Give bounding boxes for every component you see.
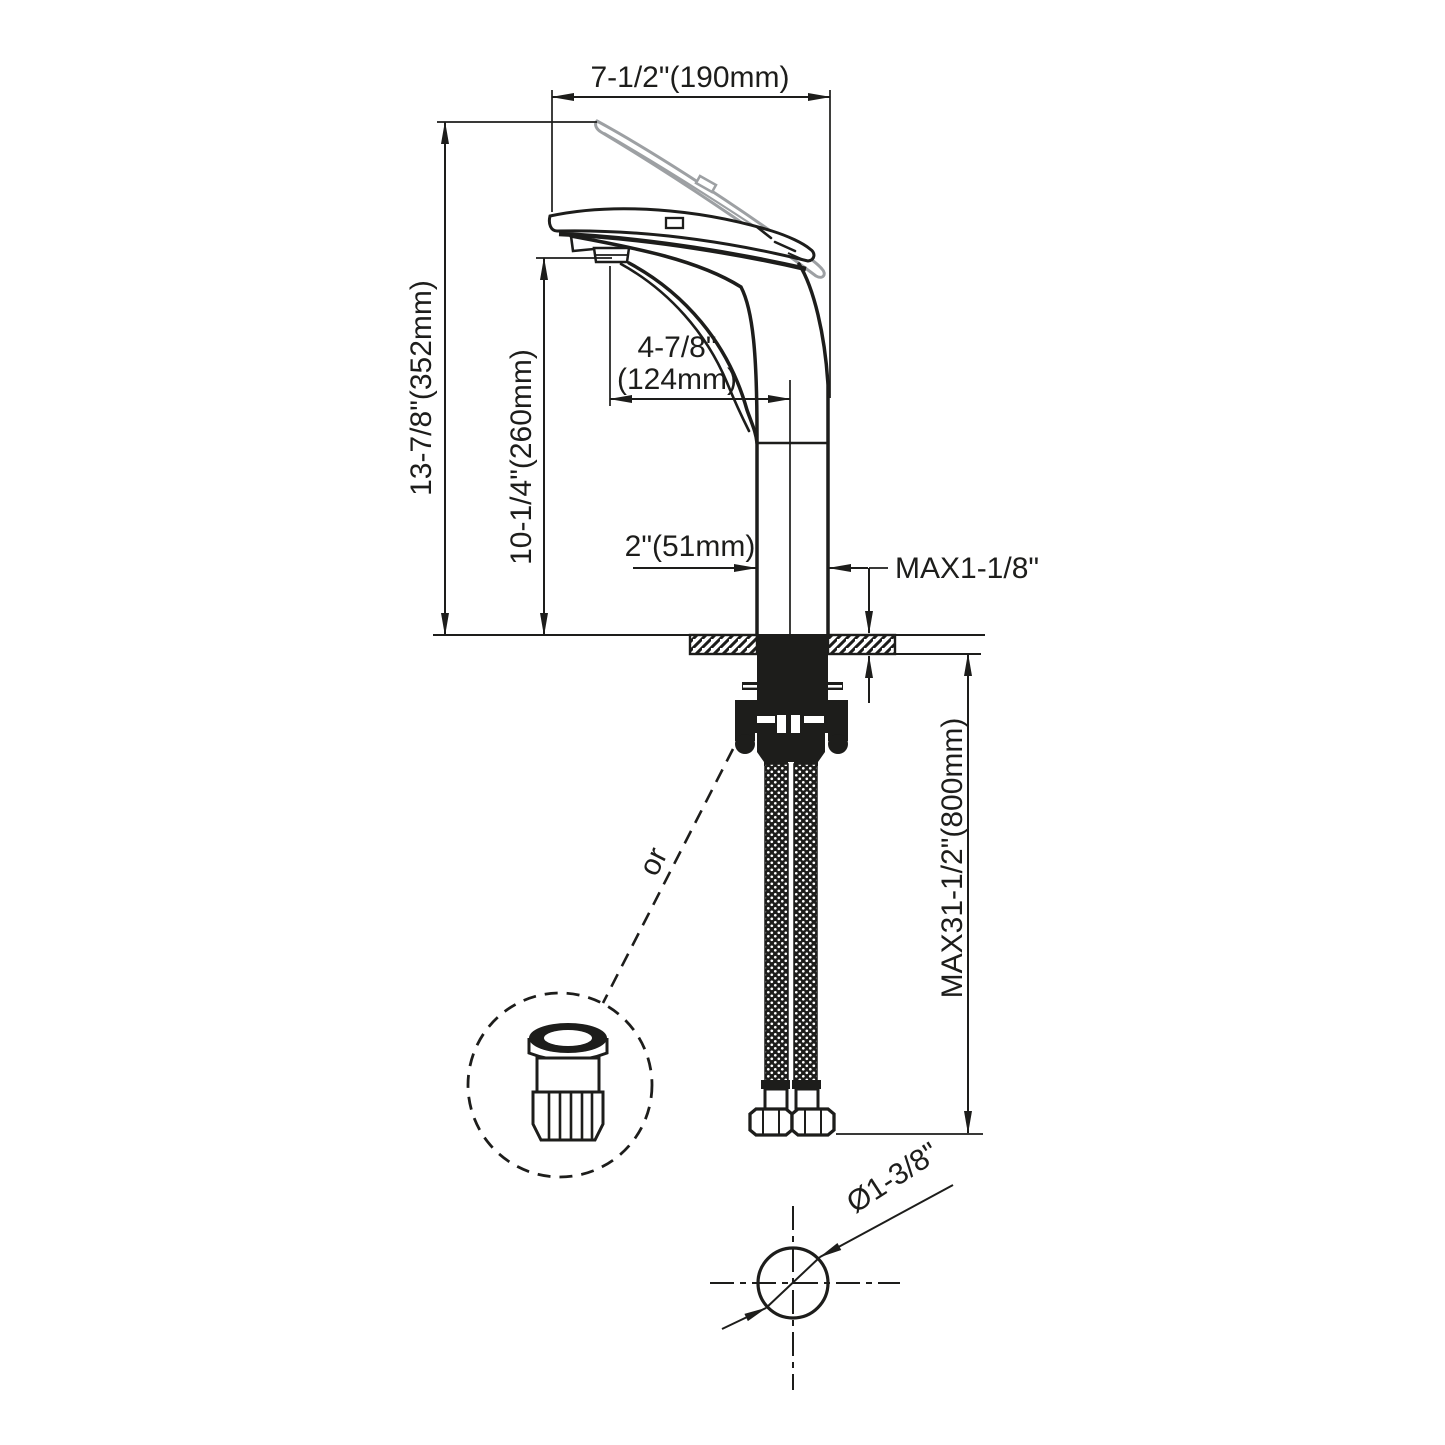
spout-underside-inner-curve — [619, 262, 751, 433]
handle-body-gap-line — [558, 231, 807, 272]
handle-pivot-seam-2 — [773, 240, 797, 253]
spout-tip-edge — [569, 234, 596, 253]
hose-ferrule-right — [794, 1087, 820, 1111]
nut-slit-left — [757, 716, 775, 723]
spout-reach-label-line1: 4-7/8" — [637, 331, 716, 364]
dimension-hose-length: MAX31-1/2"(800mm) — [836, 653, 983, 1135]
closed-handle-blade — [547, 207, 816, 263]
hose-collar-right — [792, 1080, 821, 1089]
handle-pivot-seam-3 — [787, 252, 805, 261]
hole-diameter-arrow-lower — [721, 1307, 767, 1330]
detail-callout: or — [466, 748, 735, 1179]
overall-height-label: 13-7/8"(352mm) — [405, 280, 438, 496]
nut-detail-body — [535, 1056, 601, 1094]
under-deck-assembly — [735, 635, 848, 766]
spout-underside-outer-curve — [627, 261, 759, 445]
dimension-spout-height: 10-1/4"(260mm) — [505, 257, 612, 636]
shank-neck — [757, 690, 828, 700]
deck-slab-right — [826, 633, 897, 656]
hose-collar-left — [761, 1080, 790, 1089]
nut-slot-1 — [777, 715, 786, 733]
spout-height-label: 10-1/4"(260mm) — [505, 349, 538, 565]
handle-closed-position — [547, 207, 816, 272]
deck-slab-left — [688, 633, 759, 656]
hex-nut-left-facets — [762, 1109, 780, 1135]
nut-lug-right-tip — [828, 734, 848, 754]
hose-ferrule-left — [763, 1087, 789, 1111]
top-width-label: 7-1/2"(190mm) — [590, 61, 789, 94]
hose-stub-left — [764, 760, 788, 766]
nut-detail-skirt — [531, 1090, 605, 1142]
hex-nut-left — [748, 1107, 794, 1137]
dimension-deck-thickness: MAX1-1/8" — [865, 552, 1039, 703]
nut-detail-ridges — [547, 1091, 594, 1142]
mounting-nut-detail — [527, 1023, 609, 1142]
nut-lug-right — [828, 711, 848, 741]
hose-manifold-block — [757, 733, 825, 762]
spout-reach-label-line2: (124mm) — [617, 363, 737, 396]
faucet-body — [569, 234, 830, 637]
closed-handle-notch — [664, 216, 685, 230]
washer-slit-left — [743, 685, 757, 688]
deck-section — [433, 633, 985, 656]
supply-hoses — [748, 763, 836, 1137]
hole-diameter-arrow-upper — [819, 1184, 954, 1258]
hole-diameter-line-through — [765, 1256, 821, 1309]
nut-slit-right — [804, 716, 824, 723]
hole-diameter-label: Ø1-3/8" — [841, 1136, 945, 1219]
nut-slot-2 — [791, 715, 800, 733]
hose-length-label: MAX31-1/2"(800mm) — [936, 718, 969, 999]
braided-hose-left — [764, 763, 789, 1083]
nut-lug-left-tip — [735, 734, 755, 754]
base-width-label: 2"(51mm) — [625, 530, 756, 563]
open-handle-notch — [694, 174, 718, 194]
mounting-hole-circle — [756, 1246, 830, 1320]
hose-stub-right — [794, 760, 818, 766]
mounting-nut-band — [735, 700, 848, 711]
callout-leader-dashed — [601, 748, 735, 1004]
deck-thickness-label: MAX1-1/8" — [895, 552, 1039, 585]
handle-pivot-seam-1 — [755, 225, 773, 240]
hex-nut-right — [790, 1107, 836, 1137]
dimension-base-width: 2"(51mm) — [625, 530, 868, 572]
detail-circle — [466, 991, 654, 1179]
faucet-profile — [547, 119, 830, 637]
dimension-hole-diameter: Ø1-3/8" — [710, 1136, 954, 1390]
body-right-edge — [797, 262, 830, 637]
threaded-shank — [757, 635, 828, 682]
nut-detail-opening — [544, 1030, 592, 1046]
washer-slit-right — [828, 685, 842, 688]
dimension-top-width: 7-1/2"(190mm) — [551, 61, 831, 398]
braided-hose-right — [793, 763, 818, 1083]
hex-nut-right-facets — [804, 1109, 822, 1135]
washer — [742, 682, 843, 690]
dimension-spout-reach: 4-7/8" (124mm) — [609, 266, 791, 406]
nut-lug-left — [735, 711, 755, 741]
dimension-overall-height: 13-7/8"(352mm) — [405, 121, 597, 636]
